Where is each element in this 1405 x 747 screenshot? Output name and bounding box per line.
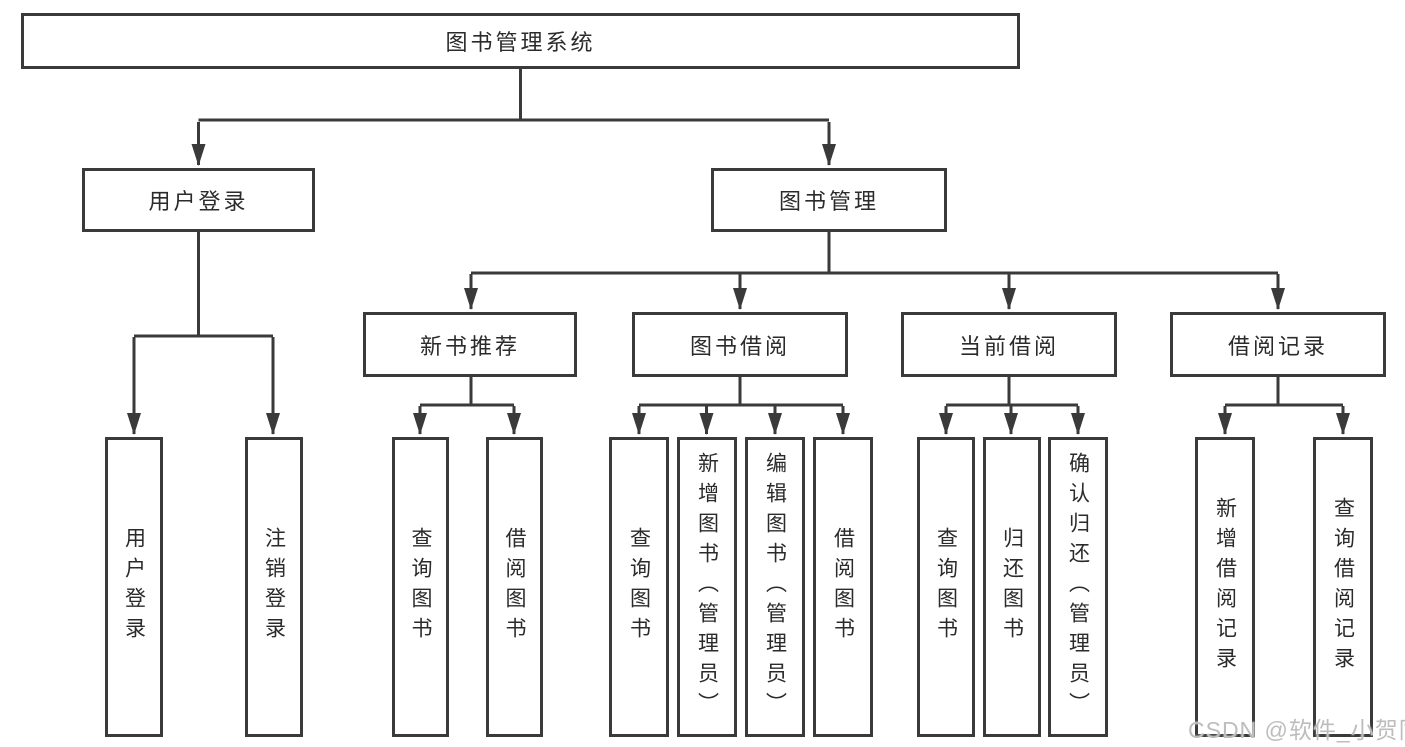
node-current-borrow-label: 当前借阅 (958, 333, 1059, 359)
node-borrow-record: 借阅记录 (1170, 312, 1386, 377)
leaf-add-books-admin: 新增图书（管理员） (677, 437, 737, 737)
leaf-edit-books-admin-label: 编辑图书（管理员） (763, 452, 787, 722)
node-root-library-system: 图书管理系统 (21, 13, 1020, 69)
node-current-borrow: 当前借阅 (901, 312, 1117, 377)
leaf-borrow-books-2-label: 借阅图书 (831, 527, 855, 647)
leaf-query-borrow-record: 查询借阅记录 (1313, 437, 1373, 737)
leaf-query-books-2: 查询图书 (609, 437, 669, 737)
leaf-confirm-return-admin: 确认归还（管理员） (1048, 437, 1108, 737)
leaf-logout-label: 注销登录 (262, 527, 286, 647)
node-root-label: 图书管理系统 (445, 30, 596, 55)
leaf-query-books-1: 查询图书 (392, 437, 449, 737)
leaf-return-books: 归还图书 (983, 437, 1041, 737)
node-book-borrow: 图书借阅 (632, 312, 848, 377)
leaf-borrow-books-1: 借阅图书 (486, 437, 543, 737)
node-user-login-label: 用户登录 (148, 189, 249, 214)
leaf-add-books-admin-label: 新增图书（管理员） (695, 452, 719, 722)
leaf-user-login: 用户登录 (105, 437, 163, 737)
node-new-book-recommend-label: 新书推荐 (419, 333, 520, 359)
leaf-borrow-books-2: 借阅图书 (813, 437, 873, 737)
leaf-confirm-return-admin-label: 确认归还（管理员） (1066, 452, 1090, 722)
node-book-management-label: 图书管理 (778, 189, 879, 214)
leaf-return-books-label: 归还图书 (1000, 527, 1024, 647)
leaf-add-borrow-record: 新增借阅记录 (1195, 437, 1255, 737)
leaf-logout: 注销登录 (245, 437, 303, 737)
node-new-book-recommend: 新书推荐 (363, 312, 577, 377)
leaf-add-borrow-record-label: 新增借阅记录 (1213, 497, 1237, 677)
csdn-watermark: CSDN @软件_小贺同学 (1188, 717, 1405, 743)
leaf-user-login-label: 用户登录 (122, 527, 146, 647)
leaf-query-books-2-label: 查询图书 (627, 527, 651, 647)
leaf-edit-books-admin: 编辑图书（管理员） (745, 437, 805, 737)
leaf-query-borrow-record-label: 查询借阅记录 (1331, 497, 1355, 677)
node-borrow-record-label: 借阅记录 (1227, 333, 1328, 359)
node-user-login: 用户登录 (82, 168, 315, 232)
node-book-management: 图书管理 (711, 168, 947, 232)
leaf-query-books-3: 查询图书 (917, 437, 975, 737)
node-book-borrow-label: 图书借阅 (689, 333, 790, 359)
leaf-borrow-books-1-label: 借阅图书 (503, 527, 526, 647)
leaf-query-books-3-label: 查询图书 (934, 527, 958, 647)
leaf-query-books-1-label: 查询图书 (409, 527, 432, 647)
